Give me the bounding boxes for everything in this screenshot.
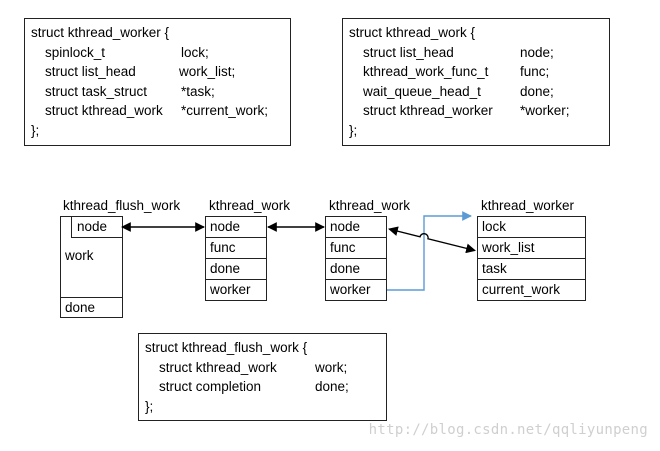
work1-title: kthread_work (209, 198, 291, 213)
worker-title: kthread_worker (481, 198, 575, 213)
flush-work-title: kthread_flush_work (63, 198, 181, 213)
worker-box: lock work_list task current_work (477, 216, 586, 301)
struct-header: struct kthread_flush_work { (145, 340, 308, 355)
work2-done-cell: done (326, 259, 386, 280)
worker-current-work-cell: current_work (482, 282, 561, 297)
work2-box: node func done worker (325, 216, 387, 301)
struct-header: struct kthread_worker { (31, 25, 170, 40)
flush-work-box: node work done (60, 216, 123, 318)
struct-kthread-flush-work-definition: struct kthread_flush_work { struct kthre… (138, 333, 387, 421)
work1-box: node func done worker (205, 216, 267, 301)
work1-worker-cell: worker (210, 282, 251, 297)
pointer-work2-worker-to-worker (387, 211, 472, 291)
flush-work-done-cell: done (61, 297, 122, 318)
flush-work-node-cell: node (71, 217, 123, 238)
work2-title: kthread_work (329, 198, 411, 213)
work1-done-cell: done (206, 259, 266, 280)
flush-work-work-label: work (65, 248, 94, 263)
worker-task-cell: task (478, 259, 585, 280)
work1-func-cell: func (206, 238, 266, 259)
worker-lock-cell: lock (478, 217, 585, 238)
field-row: struct kthread_work*current_work; (45, 103, 269, 118)
work2-node-cell: node (326, 217, 386, 238)
watermark-url: http://blog.csdn.net/qqliyunpeng (368, 422, 648, 438)
worker-work-list-cell: work_list (478, 238, 585, 259)
struct-footer: }; (31, 122, 40, 138)
link-work2-node-to-worker-work-list (388, 226, 476, 254)
struct-footer: }; (349, 122, 358, 138)
work1-node-cell: node (206, 217, 266, 238)
struct-footer: }; (145, 398, 154, 414)
field-row: struct task_struct*task; (45, 83, 215, 99)
work2-worker-cell: worker (330, 282, 371, 297)
work2-func-cell: func (326, 238, 386, 259)
struct-header: struct kthread_work { (349, 25, 476, 40)
field-row: struct kthread_worker*worker; (363, 103, 570, 118)
